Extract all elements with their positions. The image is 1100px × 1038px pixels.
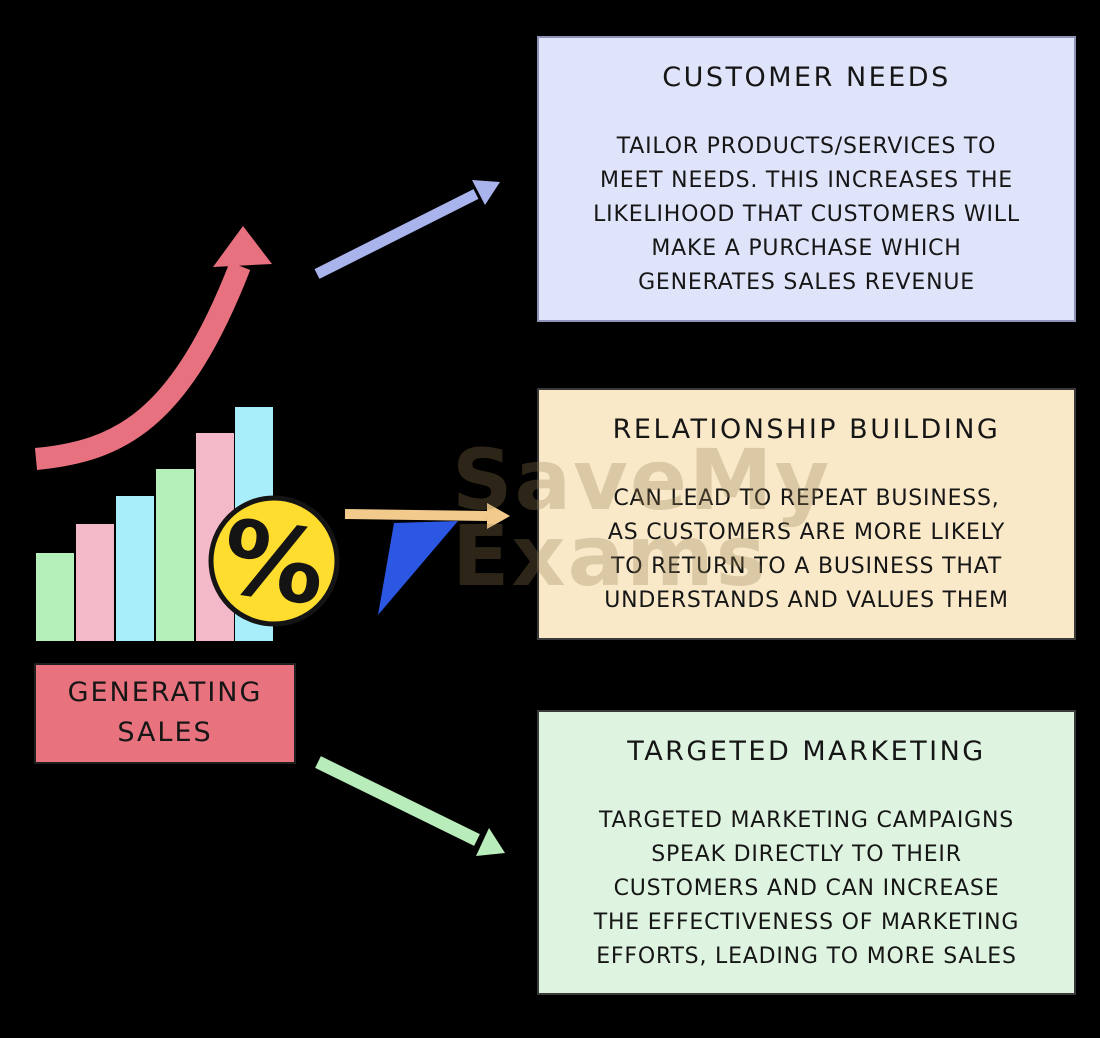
bar-2 xyxy=(76,524,114,641)
body-line: LIKELIHOOD THAT CUSTOMERS WILL xyxy=(593,202,1020,227)
pointer-triangle-icon xyxy=(378,521,458,615)
body-line: MAKE A PURCHASE WHICH xyxy=(651,236,962,261)
connector-targeted-marketing-arrowhead-icon xyxy=(476,828,505,856)
body-line: UNDERSTANDS AND VALUES THEM xyxy=(604,588,1009,613)
connector-customer-needs-arrowhead-icon xyxy=(472,180,500,205)
connector-relationship-building-arrowhead-icon xyxy=(487,503,510,529)
body-line: AS CUSTOMERS ARE MORE LIKELY xyxy=(607,520,1006,545)
growth-curve-arrow xyxy=(34,262,251,470)
bar-4 xyxy=(156,469,194,641)
box-relationship-building-body: CAN LEAD TO REPEAT BUSINESS, AS CUSTOMER… xyxy=(539,482,1074,618)
body-line: SPEAK DIRECTLY TO THEIR xyxy=(651,842,962,867)
body-line: CAN LEAD TO REPEAT BUSINESS, xyxy=(613,486,1000,511)
box-targeted-marketing-title: TARGETED MARKETING xyxy=(627,736,986,767)
connector-targeted-marketing xyxy=(315,756,505,856)
box-customer-needs: CUSTOMER NEEDS TAILOR PRODUCTS/SERVICES … xyxy=(537,36,1076,322)
body-line: EFFORTS, LEADING TO MORE SALES xyxy=(596,944,1017,969)
box-targeted-marketing: TARGETED MARKETING TARGETED MARKETING CA… xyxy=(537,710,1076,995)
connector-customer-needs xyxy=(314,180,500,279)
generating-sales-label-line1: GENERATING xyxy=(67,677,263,708)
body-line: CUSTOMERS AND CAN INCREASE xyxy=(613,876,1000,901)
box-relationship-building: RELATIONSHIP BUILDING CAN LEAD TO REPEAT… xyxy=(537,388,1076,640)
body-line: TAILOR PRODUCTS/SERVICES TO xyxy=(616,134,997,159)
bar-1 xyxy=(36,553,74,641)
body-line: GENERATES SALES REVENUE xyxy=(638,270,975,295)
bar-3 xyxy=(116,496,154,641)
growth-curve-arrowhead-icon xyxy=(213,226,272,267)
connector-customer-needs-line xyxy=(314,189,479,279)
generating-sales-label-line2: SALES xyxy=(117,717,213,748)
box-relationship-building-title: RELATIONSHIP BUILDING xyxy=(612,414,1001,445)
percent-badge xyxy=(208,495,340,627)
box-targeted-marketing-body: TARGETED MARKETING CAMPAIGNS SPEAK DIREC… xyxy=(539,804,1074,974)
box-customer-needs-title: CUSTOMER NEEDS xyxy=(662,62,951,93)
body-line: MEET NEEDS. THIS INCREASES THE xyxy=(599,168,1014,193)
connector-targeted-marketing-line xyxy=(315,756,480,846)
generating-sales-node: GENERATING SALES xyxy=(34,663,296,764)
box-customer-needs-body: TAILOR PRODUCTS/SERVICES TO MEET NEEDS. … xyxy=(539,130,1074,300)
body-line: THE EFFECTIVENESS OF MARKETING xyxy=(593,910,1020,935)
connector-relationship-building-line xyxy=(344,509,488,521)
body-line: TO RETURN TO A BUSINESS THAT xyxy=(610,554,1003,579)
percent-icon: % xyxy=(215,497,333,629)
body-line: TARGETED MARKETING CAMPAIGNS xyxy=(598,808,1015,833)
connector-relationship-building xyxy=(344,503,510,529)
